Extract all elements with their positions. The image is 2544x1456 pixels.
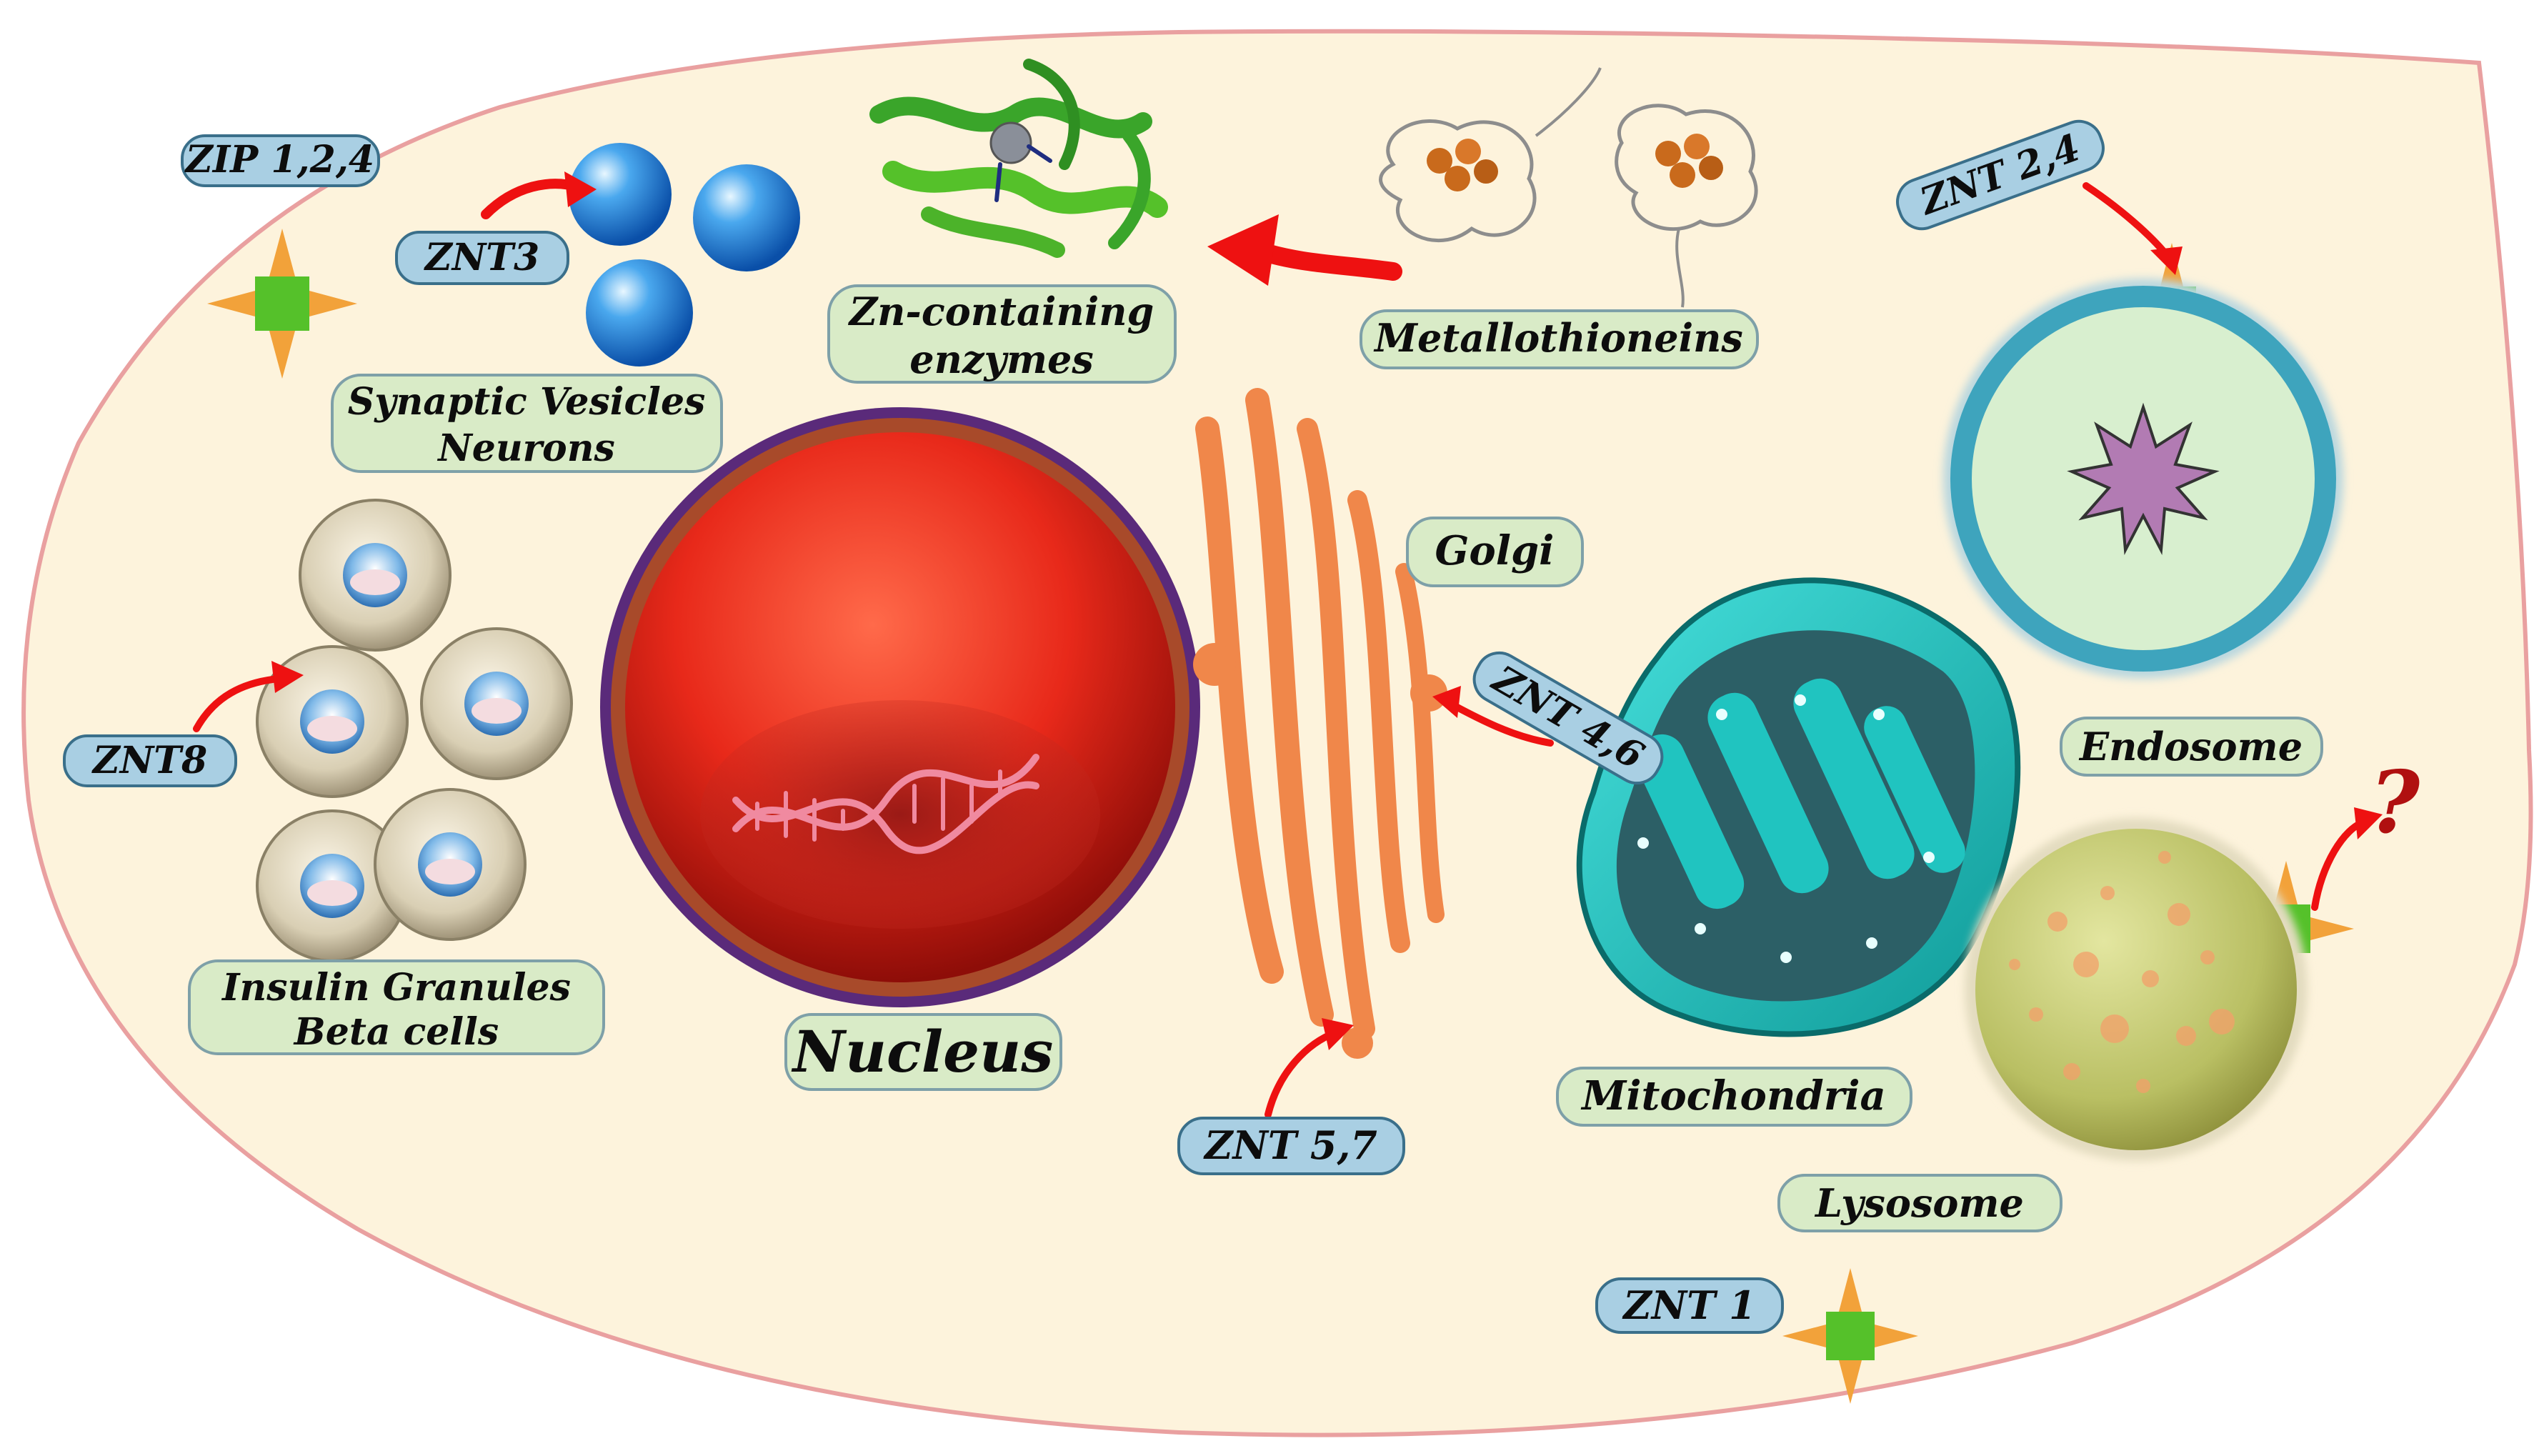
svg-text:Beta cells: Beta cells [293,1010,499,1054]
svg-text:Metallothioneins: Metallothioneins [1373,315,1743,361]
label-golgi: Golgi [1406,517,1584,587]
red-arrow-icon [2311,807,2383,911]
endosome [1943,279,2343,679]
svg-text:Lysosome: Lysosome [1814,1180,2024,1226]
label-znt57: ZNT 5,7 [1177,1117,1405,1175]
label-mitochondria: Mitochondria [1556,1067,1912,1127]
transporter-icon [1782,1268,1918,1404]
label-znt1: ZNT 1 [1595,1277,1784,1334]
svg-text:ZNT 1: ZNT 1 [1622,1282,1755,1328]
svg-text:Mitochondria: Mitochondria [1580,1072,1886,1120]
red-arrow-icon [481,171,597,219]
svg-text:Zn-containing: Zn-containing [848,289,1154,334]
synaptic-vesicles [569,143,800,367]
svg-text:Synaptic Vesicles: Synaptic Vesicles [348,380,706,424]
label-zip124: ZIP 1,2,4 [181,134,380,187]
label-znt3: ZNT3 [395,231,569,285]
lysosome [1965,818,2308,1161]
svg-text:ZNT8: ZNT8 [91,739,207,782]
red-arrow-icon [1264,1018,1354,1118]
red-arrow-icon [1432,686,1554,747]
label-nucleus: Nucleus [784,1013,1062,1091]
label-insulin-granules: Insulin Granules Beta cells [188,959,605,1055]
dna-helix-icon [732,754,1039,854]
label-synaptic-vesicles: Synaptic Vesicles Neurons [331,374,723,473]
svg-text:ZNT3: ZNT3 [424,236,539,279]
red-arrow-head-icon [1207,214,1279,286]
transporter-icon [207,229,357,379]
star-icon [2067,402,2220,556]
question-mark-icon: ? [2370,752,2421,853]
svg-text:enzymes: enzymes [909,336,1094,382]
nucleus [600,407,1200,1007]
label-lysosome: Lysosome [1777,1174,2062,1232]
label-znt8: ZNT8 [63,734,237,787]
insulin-granules [256,499,573,962]
svg-text:ZIP 1,2,4: ZIP 1,2,4 [184,138,374,181]
label-endosome: Endosome [2060,717,2323,777]
svg-text:Insulin Granules: Insulin Granules [221,966,571,1009]
metallothionein-structures [1379,67,1758,308]
label-metallothioneins: Metallothioneins [1360,309,1759,369]
label-zn-enzymes: Zn-containing enzymes [827,284,1177,384]
svg-text:Nucleus: Nucleus [791,1018,1054,1085]
svg-text:Neurons: Neurons [437,427,615,470]
golgi-apparatus [1193,388,1447,1059]
red-arrow-icon [2082,182,2183,275]
svg-text:Endosome: Endosome [2078,724,2303,769]
zn-enzyme-structure [869,59,1168,258]
mitochondria [1576,577,2021,1037]
red-arrow-icon [193,661,304,732]
svg-text:Golgi: Golgi [1435,527,1555,574]
svg-text:ZNT 5,7: ZNT 5,7 [1203,1122,1377,1168]
